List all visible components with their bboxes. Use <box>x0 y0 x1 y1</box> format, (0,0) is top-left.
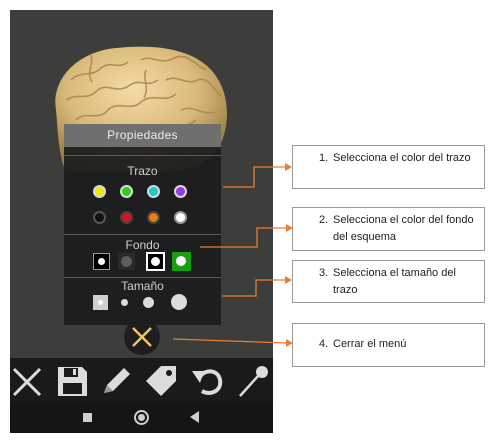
phone-screen: Propiedades Trazo Fondo Tamaño <box>10 10 273 433</box>
annotation-number: 4. <box>319 338 329 350</box>
option-dot <box>176 256 186 266</box>
annotation-background-color: 2. Selecciona el color del fondo del esq… <box>292 207 485 251</box>
close-icon <box>132 327 152 347</box>
option-dot <box>98 258 105 265</box>
annotation-text: Selecciona el color del fondo del esquem… <box>333 214 474 243</box>
size-option-large[interactable] <box>171 294 187 310</box>
background-option-black-selected[interactable] <box>146 252 165 271</box>
stroke-color-cyan[interactable] <box>147 185 160 198</box>
annotation-text: Selecciona el color del trazo <box>333 152 471 164</box>
annotation-number: 2. <box>319 214 329 226</box>
stroke-color-red[interactable] <box>120 211 133 224</box>
divider <box>64 234 221 235</box>
save-icon[interactable] <box>54 363 90 399</box>
undo-icon[interactable] <box>190 363 226 399</box>
stroke-color-black[interactable] <box>93 211 106 224</box>
stroke-color-white[interactable] <box>174 211 187 224</box>
tag-icon[interactable] <box>143 363 179 399</box>
divider <box>64 277 221 278</box>
annotation-text: Cerrar el menú <box>333 338 407 350</box>
stroke-color-orange[interactable] <box>147 211 160 224</box>
background-label: Fondo <box>125 238 160 252</box>
triangle-icon[interactable] <box>190 411 200 423</box>
panel-title: Propiedades <box>64 124 221 147</box>
pencil-icon[interactable] <box>98 363 134 399</box>
bottom-toolbar <box>10 358 273 403</box>
annotation-stroke-size: 3. Selecciona el tamaño del trazo <box>292 260 485 303</box>
background-option-black[interactable] <box>93 253 110 270</box>
divider <box>64 155 221 156</box>
background-option-green[interactable] <box>172 252 191 271</box>
stroke-color-yellow[interactable] <box>93 185 106 198</box>
annotation-close-menu: 4. Cerrar el menú <box>292 323 485 367</box>
option-dot <box>98 300 103 305</box>
annotation-number: 3. <box>319 267 329 279</box>
close-icon[interactable] <box>10 363 46 399</box>
size-option-selected[interactable] <box>93 295 108 310</box>
option-dot <box>121 256 132 267</box>
annotation-text: Selecciona el tamaño del trazo <box>333 267 456 296</box>
circle-icon[interactable] <box>134 410 149 425</box>
stroke-color-green[interactable] <box>120 185 133 198</box>
square-icon[interactable] <box>83 413 92 422</box>
pin-icon[interactable] <box>235 363 271 399</box>
properties-panel: Propiedades Trazo Fondo Tamaño <box>64 124 221 325</box>
size-label: Tamaño <box>121 279 164 293</box>
size-option-small[interactable] <box>121 299 128 306</box>
navigation-bar <box>10 403 273 433</box>
stroke-color-purple[interactable] <box>174 185 187 198</box>
background-option-gray[interactable] <box>118 253 135 270</box>
annotation-stroke-color: 1. Selecciona el color del trazo <box>292 145 485 189</box>
close-menu-button[interactable] <box>124 319 160 355</box>
option-dot <box>151 257 160 266</box>
annotation-number: 1. <box>319 152 329 164</box>
circle-inner <box>138 414 145 421</box>
size-option-medium[interactable] <box>143 297 154 308</box>
stroke-label: Trazo <box>127 164 158 178</box>
